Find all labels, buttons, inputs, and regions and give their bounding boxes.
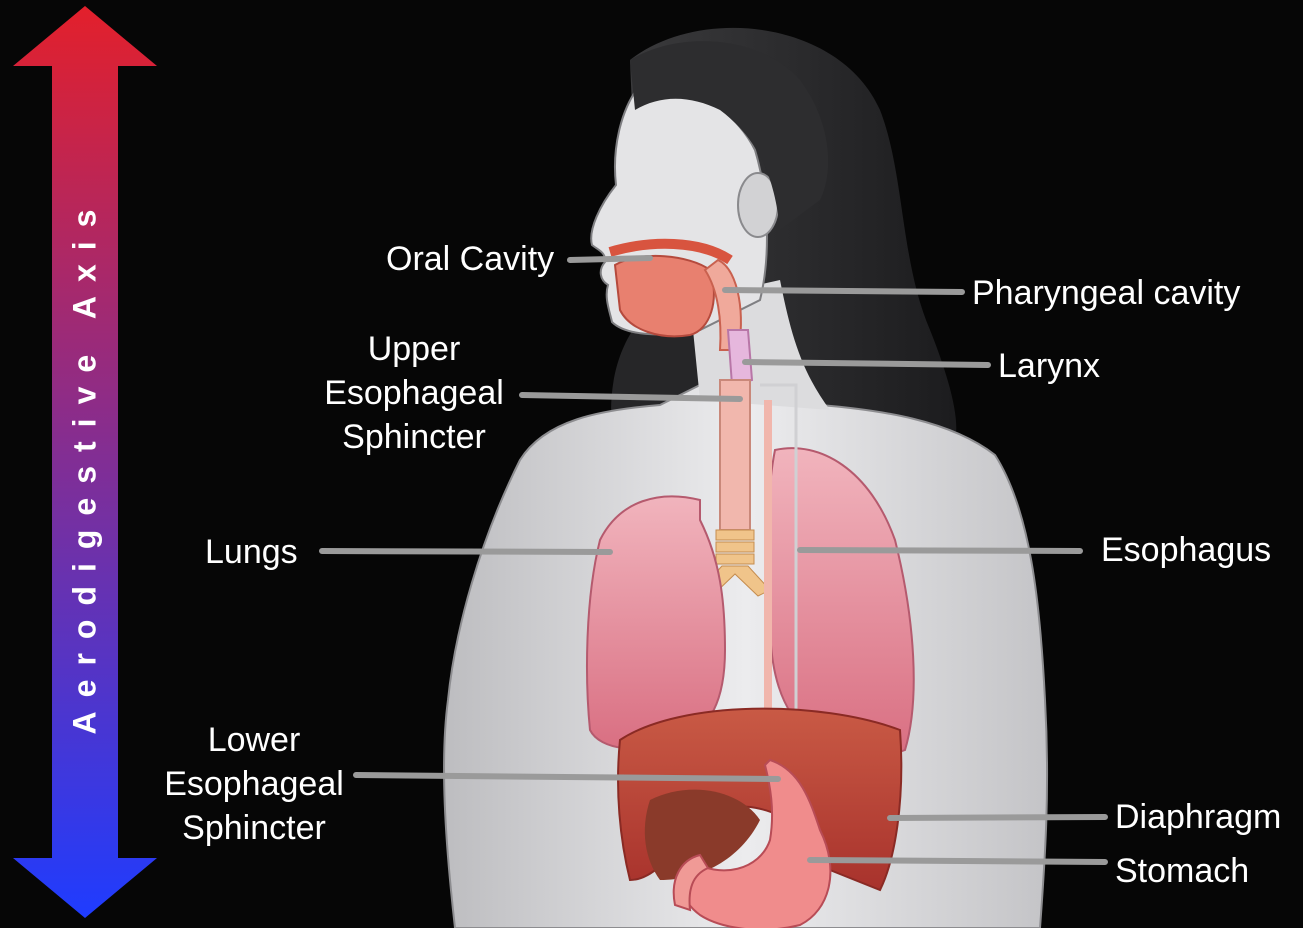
leader-lungs (322, 551, 610, 552)
label-stomach: Stomach (1115, 849, 1249, 893)
label-pharyngeal-cavity: Pharyngeal cavity (972, 271, 1240, 315)
label-upper-esophageal-sphincter: Upper Esophageal Sphincter (300, 327, 528, 459)
leader-oral-cavity (570, 258, 650, 260)
leader-esophagus (800, 550, 1080, 551)
les-line-3: Sphincter (140, 806, 368, 850)
leader-stomach (810, 860, 1105, 862)
ues-line-3: Sphincter (300, 415, 528, 459)
ues-line-1: Upper (300, 327, 528, 371)
label-larynx: Larynx (998, 344, 1100, 388)
label-lower-esophageal-sphincter: Lower Esophageal Sphincter (140, 718, 368, 850)
label-oral-cavity: Oral Cavity (386, 237, 554, 281)
leader-ues (522, 395, 740, 399)
left-lung (587, 496, 725, 748)
ues-line-2: Esophageal (300, 371, 528, 415)
leader-pharyngeal-cavity (725, 290, 962, 292)
les-line-1: Lower (140, 718, 368, 762)
leader-diaphragm (890, 817, 1105, 818)
leader-les (356, 775, 778, 779)
larynx-shape (728, 330, 752, 385)
axis-label: Aerodigestive Axis (67, 196, 104, 735)
les-line-2: Esophageal (140, 762, 368, 806)
label-lungs: Lungs (205, 530, 298, 574)
leader-larynx (745, 362, 988, 365)
label-esophagus: Esophagus (1101, 528, 1271, 572)
label-diaphragm: Diaphragm (1115, 795, 1281, 839)
